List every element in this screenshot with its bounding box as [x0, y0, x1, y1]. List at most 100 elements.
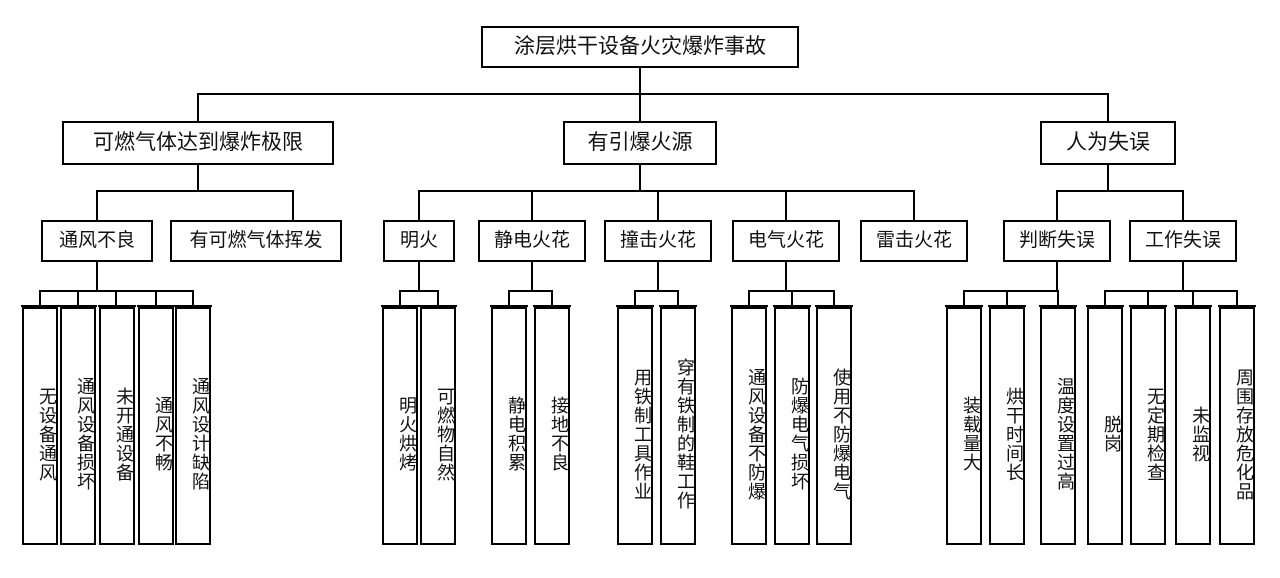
connector-a-child-0: [96, 190, 98, 220]
connector-work-leaf-1: [1147, 290, 1149, 307]
connector-electric-leaf-0: [748, 290, 750, 307]
node-leaf-iron-tools-work[interactable]: 用铁制工具作业: [617, 307, 653, 545]
connector-c-bus: [1056, 190, 1184, 192]
node-leaf-vent-not-turned-on[interactable]: 未开通设备: [99, 307, 135, 545]
connector-judgement-leaf-1: [1006, 290, 1008, 307]
node-leaf-static-accumulation[interactable]: 静电积累: [491, 307, 527, 545]
connector-vent-cap-0: [21, 305, 59, 307]
connector-work-leaf-2: [1192, 290, 1194, 307]
connector-b-child-3: [785, 190, 787, 220]
connector-impact-leaf-1: [677, 290, 679, 307]
connector-impact-leaf-0: [634, 290, 636, 307]
node-level2-poor-ventilation[interactable]: 通风不良: [41, 220, 153, 262]
connector-judgement-cap-0: [945, 305, 983, 307]
node-level2-open-flame[interactable]: 明火: [383, 220, 455, 262]
connector-static-drop: [531, 262, 533, 290]
connector-b-child-1: [531, 190, 533, 220]
connector-c-drop: [1107, 165, 1109, 190]
node-leaf-poor-grounding[interactable]: 接地不良: [534, 307, 570, 545]
connector-l1-drop-0: [197, 93, 199, 121]
node-leaf-vent-design-defect[interactable]: 通风设计缺陷: [175, 307, 211, 545]
node-level2-gas-evaporation[interactable]: 有可燃气体挥发: [170, 220, 342, 262]
node-level2-static-spark[interactable]: 静电火花: [478, 220, 586, 262]
connector-work-leaf-3: [1236, 290, 1238, 307]
node-leaf-non-explosion-proof-used[interactable]: 使用不防爆电气: [816, 307, 852, 545]
connector-electric-drop: [785, 262, 787, 290]
connector-judgement-cap-1: [988, 305, 1026, 307]
connector-work-leaf-0: [1104, 290, 1106, 307]
node-leaf-large-load[interactable]: 装载量大: [946, 307, 982, 545]
node-leaf-left-post[interactable]: 脱岗: [1087, 307, 1123, 545]
connector-top-bus: [197, 93, 1109, 95]
connector-work-drop: [1182, 262, 1184, 290]
connector-vent-cap-3: [137, 305, 175, 307]
connector-judgement-leaf-0: [963, 290, 965, 307]
connector-vent-cap-2: [98, 305, 136, 307]
node-level2-judgement-error[interactable]: 判断失误: [1003, 220, 1111, 262]
connector-impact-cap-0: [616, 305, 654, 307]
connector-static-leaf-1: [551, 290, 553, 307]
connector-impact-drop: [657, 262, 659, 290]
connector-l1-drop-2: [1107, 93, 1109, 121]
connector-flame-drop: [418, 262, 420, 290]
node-level2-lightning-spark[interactable]: 雷击火花: [860, 220, 968, 262]
node-leaf-no-regular-inspection[interactable]: 无定期检查: [1130, 307, 1166, 545]
connector-judgement-cap-2: [1039, 305, 1077, 307]
node-leaf-open-flame-baking[interactable]: 明火烘烤: [382, 307, 418, 545]
node-level1-flammable-gas[interactable]: 可燃气体达到爆炸极限: [62, 121, 334, 165]
connector-flame-leaf-0: [399, 290, 401, 307]
node-level1-ignition-source[interactable]: 有引爆火源: [563, 121, 717, 165]
node-leaf-temperature-too-high[interactable]: 温度设置过高: [1040, 307, 1076, 545]
node-level2-work-error[interactable]: 工作失误: [1129, 220, 1237, 262]
node-level2-impact-spark[interactable]: 撞击火花: [604, 220, 712, 262]
connector-vent-leaf-0: [39, 290, 41, 307]
connector-b-bus: [418, 190, 915, 192]
connector-a-drop: [197, 165, 199, 190]
connector-electric-leaf-1: [791, 290, 793, 307]
connector-b-drop: [639, 165, 641, 190]
connector-electric-leaf-2: [833, 290, 835, 307]
connector-static-bus: [508, 290, 553, 292]
node-leaf-long-drying-time[interactable]: 烘干时间长: [989, 307, 1025, 545]
connector-impact-cap-1: [659, 305, 697, 307]
connector-flame-cap-1: [419, 305, 457, 307]
connector-electric-cap-1: [773, 305, 811, 307]
connector-a-bus: [96, 190, 294, 192]
connector-c-child-1: [1182, 190, 1184, 220]
node-leaf-no-monitoring[interactable]: 未监视: [1175, 307, 1211, 545]
connector-vent-leaf-4: [192, 290, 194, 307]
connector-l1-drop-1: [639, 93, 641, 121]
connector-flame-leaf-1: [437, 290, 439, 307]
connector-vent-leaf-3: [155, 290, 157, 307]
connector-static-leaf-0: [508, 290, 510, 307]
connector-static-cap-1: [533, 305, 571, 307]
connector-work-cap-0: [1086, 305, 1124, 307]
connector-vent-drop: [96, 262, 98, 290]
node-leaf-iron-shoes-work[interactable]: 穿有铁制的鞋工作: [660, 307, 696, 545]
connector-work-cap-3: [1218, 305, 1256, 307]
connector-flame-bus: [399, 290, 439, 292]
connector-vent-cap-1: [59, 305, 97, 307]
connector-vent-cap-4: [174, 305, 212, 307]
connector-flame-cap-0: [381, 305, 419, 307]
node-leaf-spontaneous-combustion[interactable]: 可燃物自然: [420, 307, 456, 545]
connector-vent-leaf-1: [77, 290, 79, 307]
connector-judgement-leaf-2: [1057, 290, 1059, 307]
node-leaf-no-vent-equipment[interactable]: 无设备通风: [22, 307, 58, 545]
node-leaf-vent-equipment-damaged[interactable]: 通风设备损坏: [60, 307, 96, 545]
connector-static-cap-0: [490, 305, 528, 307]
node-leaf-hazmat-stored-nearby[interactable]: 周围存放危化品: [1219, 307, 1255, 545]
connector-work-cap-1: [1129, 305, 1167, 307]
connector-a-child-1: [292, 190, 294, 220]
node-level2-electric-spark[interactable]: 电气火花: [732, 220, 840, 262]
node-root[interactable]: 涂层烘干设备火灾爆炸事故: [481, 26, 799, 68]
node-level1-human-error[interactable]: 人为失误: [1040, 121, 1176, 165]
node-leaf-vent-blocked[interactable]: 通风不畅: [138, 307, 174, 545]
node-leaf-vent-not-explosion-proof[interactable]: 通风设备不防爆: [731, 307, 767, 545]
connector-work-bus: [1104, 290, 1238, 292]
connector-b-child-2: [657, 190, 659, 220]
connector-root-drop: [639, 68, 641, 93]
node-leaf-explosion-proof-damaged[interactable]: 防爆电气损坏: [774, 307, 810, 545]
connector-judgement-drop: [1056, 262, 1058, 290]
